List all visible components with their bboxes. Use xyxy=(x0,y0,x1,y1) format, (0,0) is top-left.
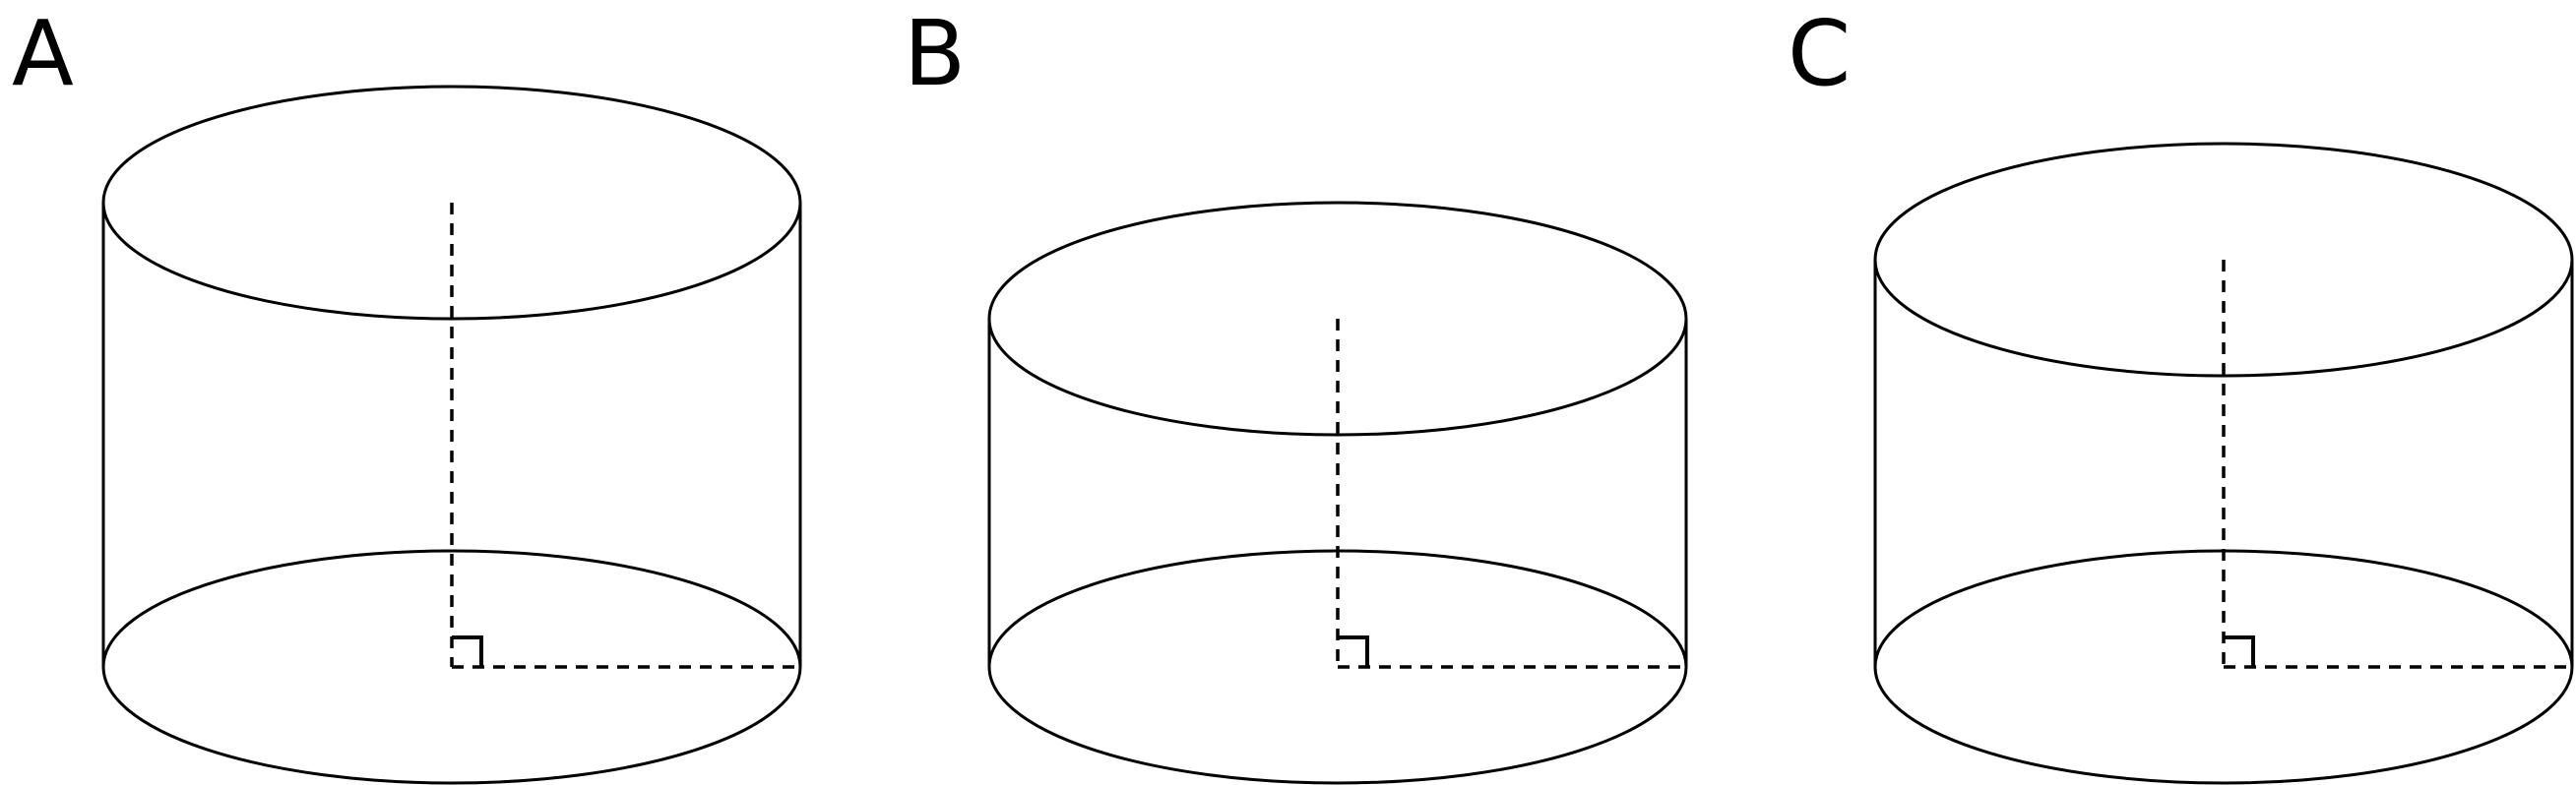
cylinder-c: C xyxy=(1788,1,2574,785)
figure-label-b: B xyxy=(904,1,966,106)
cylinder-b: B xyxy=(904,1,1688,785)
right-angle-marker xyxy=(452,635,483,667)
figure-label-c: C xyxy=(1788,1,1851,106)
cylinder-a: A xyxy=(12,1,802,785)
figure-label-a: A xyxy=(12,1,74,106)
right-angle-marker xyxy=(1338,635,1369,667)
right-angle-marker xyxy=(2224,635,2255,667)
